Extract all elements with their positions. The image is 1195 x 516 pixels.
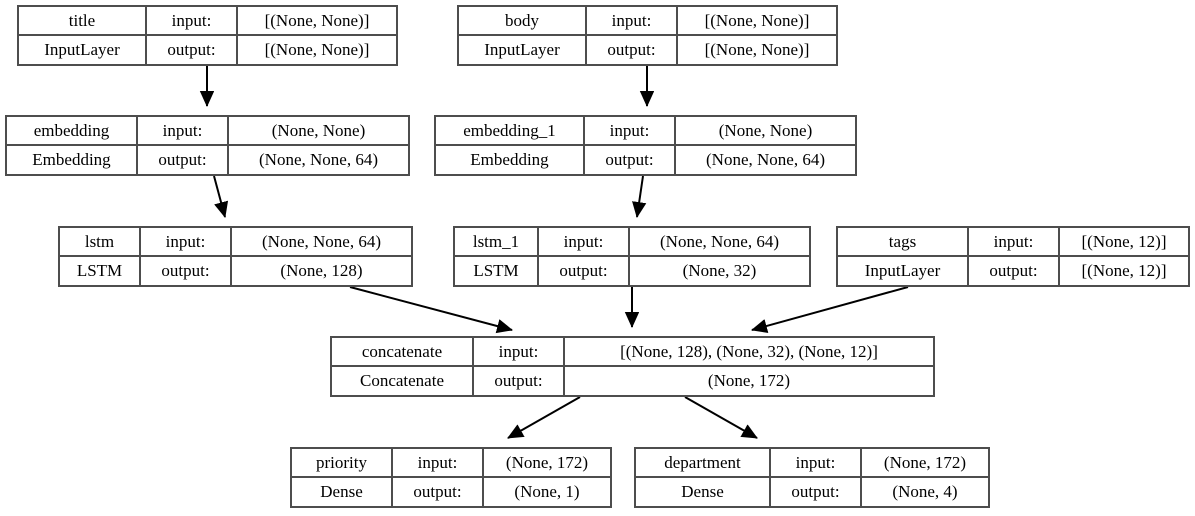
node-input-shape: (None, None): [718, 120, 813, 140]
node-output-label: output:: [771, 477, 862, 506]
edge-lstm-to-concatenate: [349, 286, 513, 334]
node-output-shape: (None, 1): [514, 482, 580, 502]
node-output-shape: (None, 128): [280, 261, 363, 281]
node-layer-name: concatenate: [332, 338, 474, 365]
node-output-shape: [(None, None)]: [264, 40, 370, 60]
node-layer-name: embedding: [7, 117, 138, 144]
node-input-label: input:: [393, 449, 484, 476]
node-layer-class: InputLayer: [19, 35, 147, 64]
node-input-label: input:: [147, 7, 238, 34]
node-output-shape: [(None, 12)]: [1081, 261, 1167, 281]
node-input-label: input:: [587, 7, 678, 34]
node-input-shape: (None, None): [271, 120, 366, 140]
node-layer-class: Embedding: [7, 145, 138, 174]
node-layer-class: Dense: [292, 477, 393, 506]
node-input-shape: [(None, 128), (None, 32), (None, 12)]: [620, 341, 878, 361]
node-input-label: input:: [539, 228, 630, 255]
node-layer-class: Dense: [636, 477, 771, 506]
node-layer-name: lstm_1: [455, 228, 539, 255]
node-layer-class: Embedding: [436, 145, 585, 174]
edge-concatenate-to-priority: [507, 396, 581, 439]
node-layer-name: tags: [838, 228, 969, 255]
node-input-shape: (None, 172): [505, 452, 589, 472]
node-layer-class: LSTM: [60, 256, 141, 285]
node-output-shape: (None, 4): [892, 482, 958, 502]
node-layer-name: lstm: [60, 228, 141, 255]
node-output-label: output:: [474, 366, 565, 395]
node-layer-class: LSTM: [455, 256, 539, 285]
edge-embedding_1-to-lstm_1: [632, 175, 647, 218]
node-output-label: output:: [138, 145, 229, 174]
node-output-shape: [(None, None)]: [704, 40, 810, 60]
node-input-label: input:: [138, 117, 229, 144]
node-output-label: output:: [147, 35, 238, 64]
node-layer-name: department: [636, 449, 771, 476]
edge-embedding-to-lstm: [213, 175, 229, 218]
node-output-shape: (None, 32): [682, 261, 757, 281]
node-output-shape: (None, None, 64): [259, 150, 378, 170]
node-input-shape: [(None, None)]: [264, 10, 370, 30]
node-input-label: input:: [585, 117, 676, 144]
node-output-label: output:: [393, 477, 484, 506]
edge-tags-to-concatenate: [751, 286, 909, 333]
node-input-shape: [(None, 12)]: [1081, 231, 1167, 251]
node-layer-name: title: [19, 7, 147, 34]
node-output-label: output:: [585, 145, 676, 174]
node-layer-name: embedding_1: [436, 117, 585, 144]
node-output-label: output:: [141, 256, 232, 285]
node-layer-class: InputLayer: [838, 256, 969, 285]
node-input-shape: (None, None, 64): [660, 231, 779, 251]
node-layer-class: Concatenate: [332, 366, 474, 395]
node-input-label: input:: [141, 228, 232, 255]
node-output-shape: (None, None, 64): [706, 150, 825, 170]
node-layer-name: body: [459, 7, 587, 34]
node-layer-name: priority: [292, 449, 393, 476]
node-output-shape: (None, 172): [707, 371, 791, 391]
node-input-shape: [(None, None)]: [704, 10, 810, 30]
node-input-label: input:: [969, 228, 1060, 255]
node-input-label: input:: [474, 338, 565, 365]
node-input-shape: (None, None, 64): [262, 231, 381, 251]
node-layer-class: InputLayer: [459, 35, 587, 64]
node-input-shape: (None, 172): [883, 452, 967, 472]
node-output-label: output:: [969, 256, 1060, 285]
edge-concatenate-to-department: [684, 396, 758, 439]
node-output-label: output:: [539, 256, 630, 285]
node-output-label: output:: [587, 35, 678, 64]
node-input-label: input:: [771, 449, 862, 476]
